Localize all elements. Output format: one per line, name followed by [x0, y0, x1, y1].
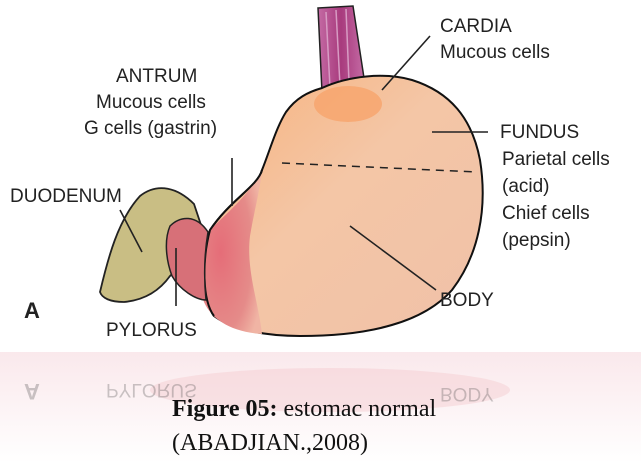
label-antrum-title: ANTRUM: [116, 66, 197, 87]
caption-text: estomac normal: [278, 396, 437, 422]
label-fundus-cells-2: (acid): [502, 176, 550, 197]
label-duodenum: DUODENUM: [10, 186, 122, 207]
cardia-region: [314, 86, 382, 122]
figure-caption: Figure 05: estomac normal (ABADJIAN.,200…: [172, 392, 632, 460]
label-cardia-cells: Mucous cells: [440, 42, 550, 63]
pylorus-ring: [166, 218, 208, 300]
caption-citation: (ABADJIAN.,2008): [172, 426, 632, 460]
label-fundus-cells-1: Parietal cells: [502, 149, 610, 170]
label-pylorus: PYLORUS: [106, 320, 197, 341]
caption-line-1: Figure 05: estomac normal: [172, 392, 632, 426]
label-fundus-title: FUNDUS: [500, 122, 579, 143]
label-antrum-cells-2: G cells (gastrin): [84, 118, 217, 139]
label-cardia-title: CARDIA: [440, 16, 512, 37]
reflection-panel-letter: A: [24, 379, 40, 404]
label-antrum-cells-1: Mucous cells: [96, 92, 206, 113]
panel-letter: A: [24, 298, 40, 323]
label-fundus-cells-3: Chief cells: [502, 203, 590, 224]
caption-figure-label: Figure 05:: [172, 396, 278, 422]
label-body: BODY: [440, 290, 494, 311]
label-fundus-cells-4: (pepsin): [502, 230, 571, 251]
